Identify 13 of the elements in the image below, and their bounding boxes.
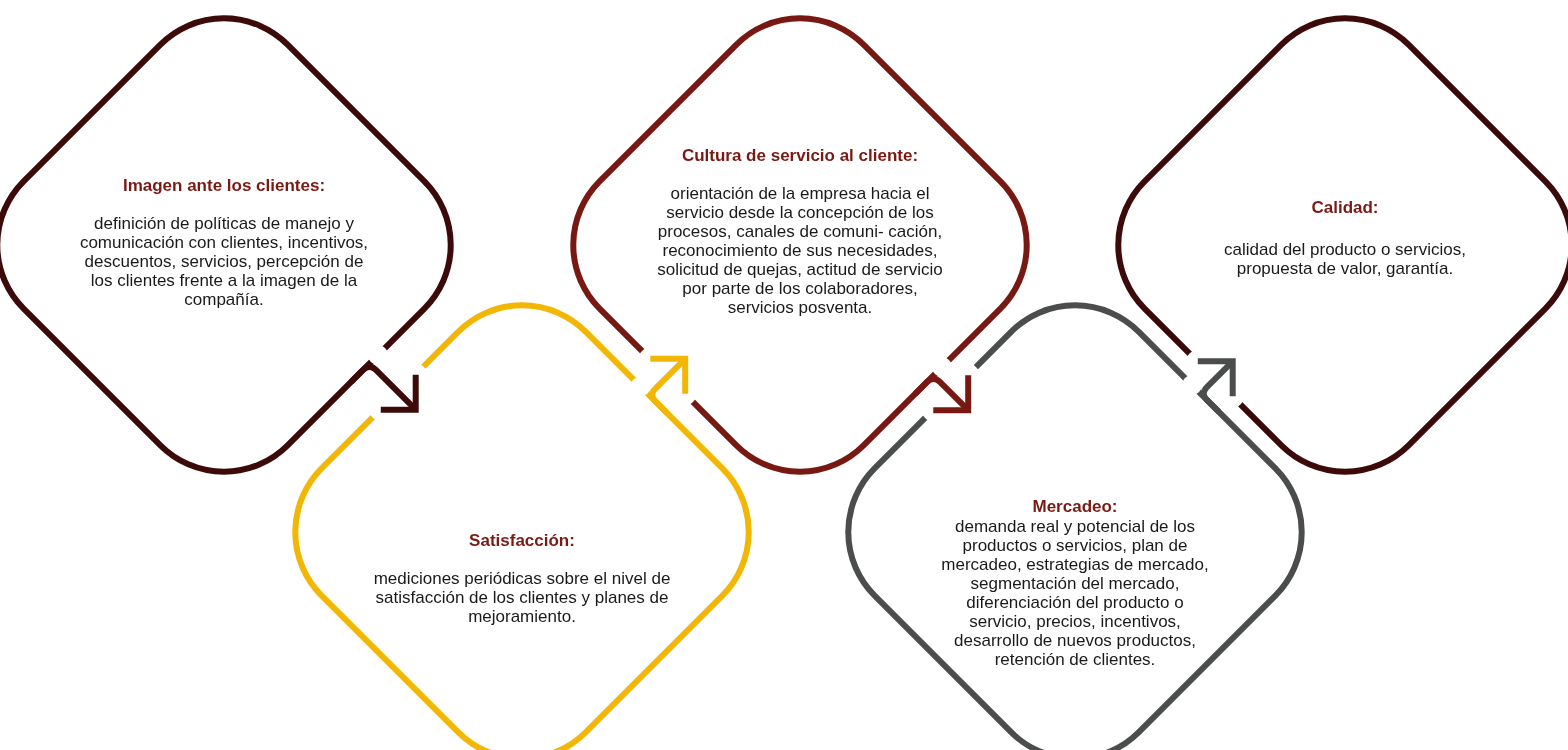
node-heading: Mercadeo: (1032, 497, 1118, 517)
node-description: definición de políticas de manejo y comunicación con clientes, incentivos, descuentos, servicios, percepción de los clientes frente a la imagen de la compañía. (78, 214, 370, 309)
node-description: demanda real y potencial de los productos o servicios, plan de mercadeo, estrategias de mercado, segmentación del mercado, diferenciación del producto o servicio, precios, incentivos, desarrollo de nuevos productos, retención de clientes. (940, 517, 1210, 669)
node-heading: Cultura de servicio al cliente: (681, 146, 919, 166)
node-description: mediciones periódicas sobre el nivel de satisfacción de los clientes y planes de mejoramiento. (372, 569, 672, 626)
arrow (647, 355, 689, 416)
node-description: calidad del producto o servicios, propuesta de valor, garantía. (1223, 240, 1467, 278)
node-heading: Calidad: (1311, 198, 1379, 218)
node-heading: Satisfacción: (469, 531, 575, 551)
node-heading: Imagen ante los clientes: (122, 176, 326, 196)
arrow (912, 372, 972, 414)
node-description: orientación de la empresa hacia el servicio desde la concepción de los procesos, canales de comuni- cación, reconocimiento de sus necesidades, solicitud de quejas, actitud de servicio por parte de los colaboradores, servicios posventa. (656, 184, 944, 317)
arrow (348, 363, 419, 413)
